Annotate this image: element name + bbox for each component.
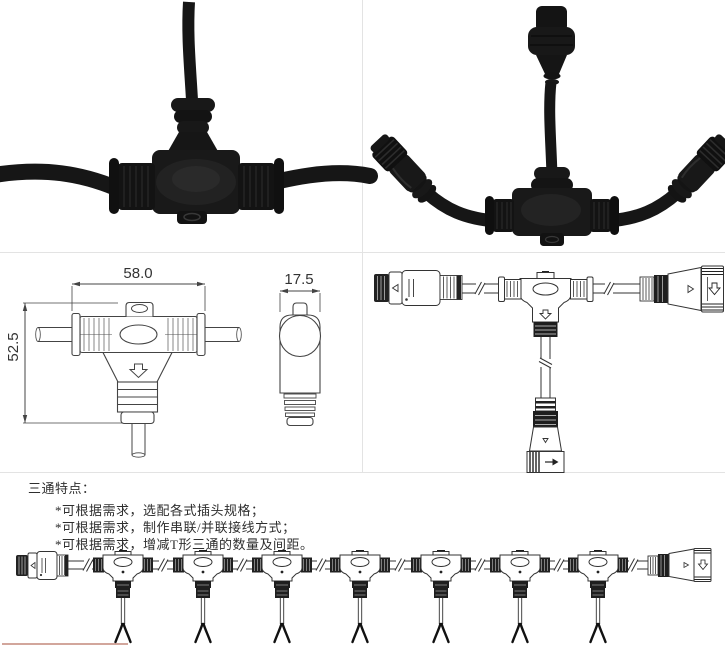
grid-dividers <box>0 0 725 473</box>
feature-item-3: *可根据需求，增减T形三通的数量及间距。 <box>55 537 314 552</box>
left-arm-plug <box>365 129 443 209</box>
drawing-tee-cable-line-art <box>374 265 724 473</box>
string-left-plug <box>16 551 69 580</box>
top-plug-ring <box>528 27 575 55</box>
string-tee-6 <box>488 548 552 644</box>
right-arm-plug <box>661 129 725 209</box>
left-cable <box>0 163 124 196</box>
string-tee-4 <box>328 548 392 644</box>
top-cable <box>182 1 198 101</box>
down-arrow-icon <box>697 559 709 571</box>
drawing-front-view-dimensioned: 58.0 52.5 <box>5 265 242 458</box>
down-arrow-icon <box>538 309 553 320</box>
string-tee-2 <box>171 548 235 644</box>
drawing-side-view-dimensioned: 17.5 <box>278 271 322 427</box>
photo-tee-cable-assembly <box>365 6 725 246</box>
string-tee-3 <box>250 548 314 644</box>
down-arrow-icon <box>708 282 721 296</box>
feature-item-2: *可根据需求，制作串联/并联接线方式； <box>55 520 296 535</box>
down-arrow-icon <box>128 363 149 379</box>
top-plug-cap <box>536 6 567 32</box>
photo-tee-connector-closeup <box>0 1 378 224</box>
drawing-daisy-chain-string <box>16 548 712 644</box>
left-arrow-icon <box>391 283 399 293</box>
bottom-tab <box>177 211 207 224</box>
dim-label-front-height: 52.5 <box>5 332 22 361</box>
drop-cable <box>544 81 558 177</box>
string-right-connector <box>647 548 712 582</box>
right-arrow-icon <box>552 458 559 466</box>
features-title: 三通特点： <box>28 481 96 496</box>
feature-item-1: *可根据需求，选配各式插头规格； <box>55 503 265 518</box>
dim-label-front-width: 58.0 <box>123 265 152 282</box>
string-tee-7 <box>566 548 630 644</box>
dim-label-side-width: 17.5 <box>284 271 313 288</box>
string-tee-1 <box>91 548 155 644</box>
string-tee-5 <box>409 548 473 644</box>
